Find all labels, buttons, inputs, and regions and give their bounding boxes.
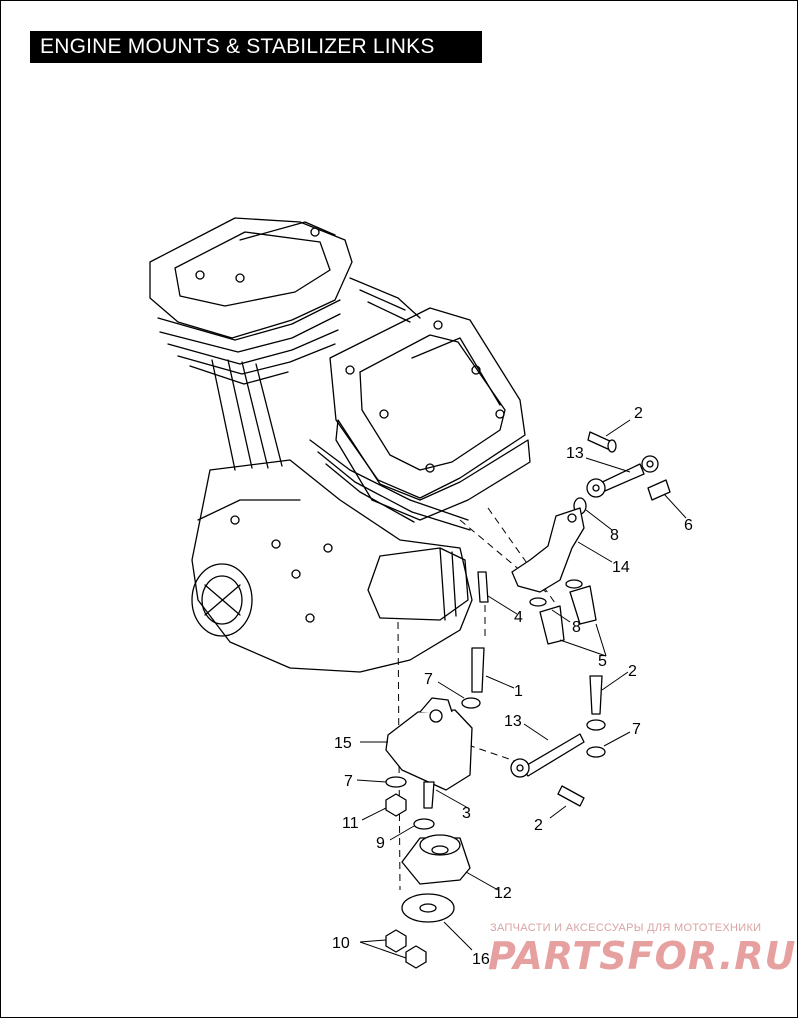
callout-1: 1 xyxy=(514,683,523,700)
nut-10-b xyxy=(405,945,427,969)
crankcase xyxy=(191,459,473,673)
nut-11 xyxy=(385,793,407,817)
callout-7-a: 7 xyxy=(424,671,433,688)
callout-4: 4 xyxy=(514,609,523,626)
callout-7-b: 7 xyxy=(632,721,641,738)
bolt-3 xyxy=(423,781,435,809)
bolt-2-lower xyxy=(557,785,585,807)
bolt-5b xyxy=(569,585,597,625)
starter-motor xyxy=(367,547,469,621)
upper-stabilizer-assembly xyxy=(477,431,671,645)
callout-6: 6 xyxy=(684,517,693,534)
callout-10: 10 xyxy=(332,935,350,952)
rear-rocker-cover xyxy=(149,217,353,339)
washer-7-a xyxy=(461,697,481,709)
nut-10-a xyxy=(385,929,407,953)
callout-9: 9 xyxy=(376,835,385,852)
callout-13-upper: 13 xyxy=(566,445,584,462)
washer-8-lower xyxy=(529,597,547,607)
washer-9 xyxy=(413,818,435,830)
bolt-1 xyxy=(471,647,485,693)
link-13-lower xyxy=(521,733,585,777)
washer-7-c xyxy=(385,776,407,788)
page-title: ENGINE MOUNTS & STABILIZER LINKS xyxy=(30,31,482,63)
bolt-4 xyxy=(477,571,489,603)
callout-5: 5 xyxy=(598,653,607,670)
callout-11: 11 xyxy=(342,815,359,832)
callout-7-c: 7 xyxy=(344,773,353,790)
primary-cover xyxy=(191,563,253,637)
callout-8-upper: 8 xyxy=(610,527,619,544)
callout-13-lower: 13 xyxy=(504,713,522,730)
bolt-6 xyxy=(647,479,671,501)
callout-14: 14 xyxy=(612,559,630,576)
callout-15: 15 xyxy=(334,735,352,752)
callout-12: 12 xyxy=(494,885,512,902)
callout-2-mid: 2 xyxy=(628,663,637,680)
callout-2-lower: 2 xyxy=(534,817,543,834)
engine-illustration xyxy=(149,217,531,673)
callout-8-lower: 8 xyxy=(572,619,581,636)
bolt-2-mid xyxy=(589,675,603,715)
bracket-14 xyxy=(511,507,585,593)
leader-lines xyxy=(356,419,687,959)
callout-16: 16 xyxy=(472,951,490,968)
watermark-tagline: ЗАПЧАСТИ И АКСЕССУАРЫ ДЛЯ МОТОТЕХНИКИ xyxy=(490,922,762,934)
callout-3: 3 xyxy=(462,805,471,822)
lower-mount-assembly xyxy=(385,647,606,969)
bolt-5a xyxy=(539,605,565,645)
washer-7-b xyxy=(586,719,606,731)
callout-labels: 2 13 6 8 14 4 8 5 2 7 1 13 7 15 7 3 11 2… xyxy=(332,405,693,968)
callout-2-upper: 2 xyxy=(634,405,643,422)
watermark-brand: PARTSFOR.RU xyxy=(488,934,797,978)
